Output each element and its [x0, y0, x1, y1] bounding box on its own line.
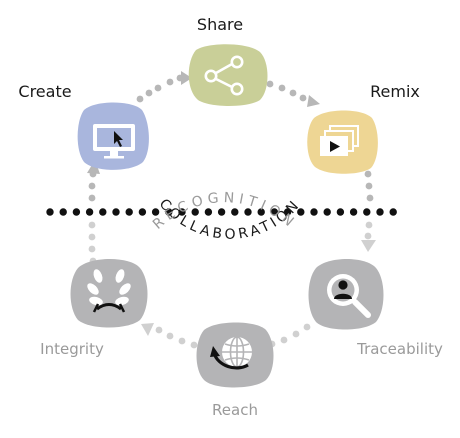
share-node[interactable]: [188, 44, 268, 106]
laurel-icon: [87, 269, 131, 313]
integrity-label: Integrity: [40, 340, 104, 358]
divider-dot: [191, 208, 199, 216]
divider-dot: [389, 208, 397, 216]
traceability-label: Traceability: [356, 340, 443, 358]
share-label: Share: [197, 15, 243, 34]
create-label: Create: [18, 82, 71, 101]
reach-node[interactable]: [196, 322, 274, 388]
divider-dot: [178, 208, 186, 216]
integrity-node[interactable]: [70, 259, 148, 328]
reach-label: Reach: [212, 401, 258, 419]
divider-dot: [204, 208, 213, 216]
monitor-cursor-icon: [93, 124, 135, 159]
remix-label: Remix: [370, 82, 420, 101]
divider-dot: [336, 208, 345, 216]
divider-dot: [310, 208, 318, 216]
share-blob: [188, 44, 268, 106]
divider-dot: [270, 208, 279, 216]
divider-dot: [138, 208, 147, 216]
divider-dot: [283, 208, 292, 216]
divider-dot: [46, 208, 54, 216]
divider-dot: [112, 208, 120, 216]
divider-dot: [244, 208, 252, 216]
create-node[interactable]: [77, 102, 149, 170]
stacked-video-icon: [320, 125, 359, 156]
divider-dot: [363, 208, 371, 216]
divider-dot: [257, 208, 265, 216]
divider-dot: [376, 208, 384, 216]
divider-dot: [217, 208, 226, 216]
divider-dot: [297, 208, 305, 216]
traceability-node[interactable]: [308, 259, 384, 330]
divider-dot: [151, 208, 160, 216]
integrity-blob: [70, 259, 148, 328]
globe-arrow-icon: [210, 336, 252, 370]
magnifier-person-icon: [327, 274, 371, 318]
divider-dot: [99, 208, 107, 216]
share-icon: [204, 55, 244, 96]
divider-dot: [349, 208, 358, 216]
divider-dot: [165, 208, 173, 216]
divider-dot: [323, 208, 331, 216]
divider-dot: [125, 208, 133, 216]
divider-dot: [85, 208, 94, 216]
divider-dots: [46, 208, 397, 216]
divider-dot: [231, 208, 239, 216]
remix-node[interactable]: [307, 110, 378, 174]
divider-dot: [72, 208, 81, 216]
divider-dot: [59, 208, 67, 216]
